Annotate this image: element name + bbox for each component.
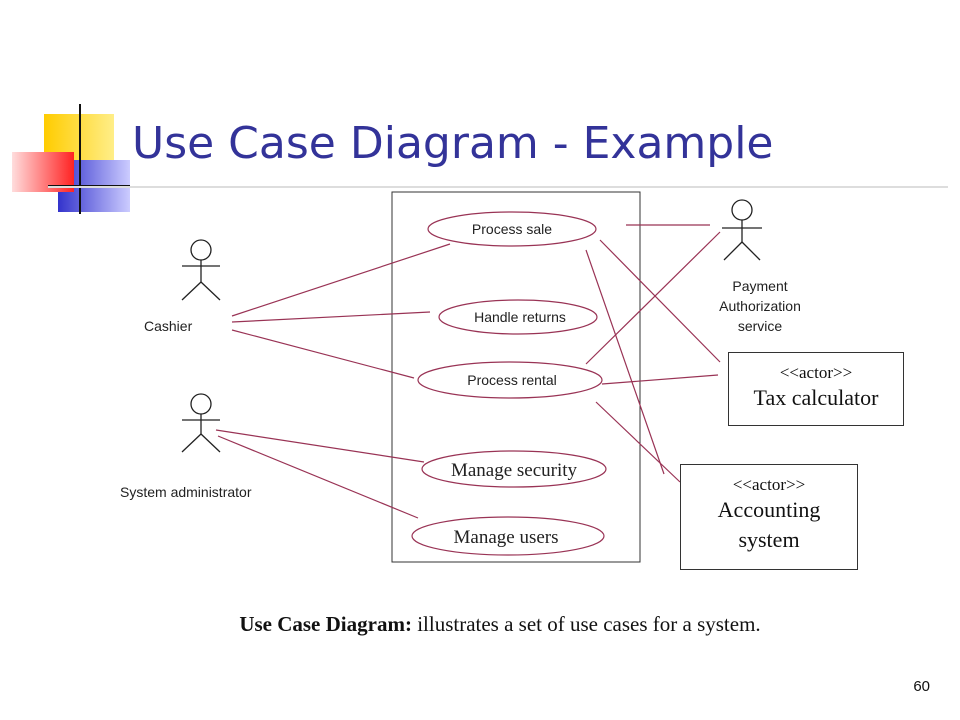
assoc-cashier-process-sale bbox=[231, 243, 451, 317]
use-case-manage-users bbox=[411, 516, 605, 556]
stereotype-label: <<actor>> bbox=[732, 475, 806, 494]
use-case-manage-security bbox=[421, 450, 607, 488]
page-number: 60 bbox=[913, 678, 930, 695]
title-underline bbox=[48, 186, 948, 188]
assoc-sysadmin-manage-users bbox=[217, 435, 419, 519]
use-case-label: Manage users bbox=[454, 527, 559, 548]
assoc-cashier-process-rental bbox=[231, 329, 415, 379]
assoc-sale-accounting bbox=[585, 249, 665, 475]
use-case-label: Process sale bbox=[472, 221, 552, 237]
cashier-actor-icon bbox=[181, 239, 221, 301]
use-case-label: Process rental bbox=[467, 372, 556, 388]
assoc-rental-payment bbox=[585, 231, 721, 365]
assoc-cashier-handle-returns bbox=[231, 311, 431, 323]
assoc-rental-accounting bbox=[595, 401, 681, 483]
assoc-rental-tax bbox=[601, 374, 719, 385]
tax-calculator-actor-box: <<actor>> Tax calculator bbox=[728, 352, 904, 426]
system-boundary bbox=[391, 191, 641, 563]
assoc-sale-tax bbox=[599, 239, 721, 363]
use-case-label: Manage security bbox=[451, 460, 578, 481]
diagram-caption: Use Case Diagram: illustrates a set of u… bbox=[0, 612, 960, 637]
payment-label: Payment Authorization service bbox=[700, 276, 820, 336]
tax-calculator-name: Tax calculator bbox=[753, 385, 879, 410]
caption-bold: Use Case Diagram: bbox=[239, 612, 412, 636]
payment-label-line: service bbox=[737, 318, 783, 334]
slide-title: Use Case Diagram - Example bbox=[132, 118, 774, 169]
use-case-process-rental bbox=[417, 361, 603, 399]
assoc-sysadmin-manage-security bbox=[215, 429, 425, 463]
accounting-system-name: system bbox=[738, 527, 800, 552]
payment-label-line: Authorization bbox=[719, 298, 801, 314]
accounting-system-actor-box: <<actor>> Accounting system bbox=[680, 464, 858, 570]
use-case-process-sale bbox=[427, 211, 597, 247]
payment-actor-icon bbox=[722, 199, 762, 261]
accounting-system-name: Accounting bbox=[717, 497, 821, 522]
stereotype-label: <<actor>> bbox=[779, 363, 853, 382]
use-case-label: Handle returns bbox=[474, 309, 566, 325]
cashier-label: Cashier bbox=[144, 318, 193, 334]
use-case-handle-returns bbox=[438, 299, 598, 335]
sysadmin-label: System administrator bbox=[120, 484, 252, 500]
system-admin-actor-icon bbox=[181, 393, 221, 453]
caption-text: illustrates a set of use cases for a sys… bbox=[411, 612, 761, 636]
payment-label-line: Payment bbox=[732, 278, 788, 294]
